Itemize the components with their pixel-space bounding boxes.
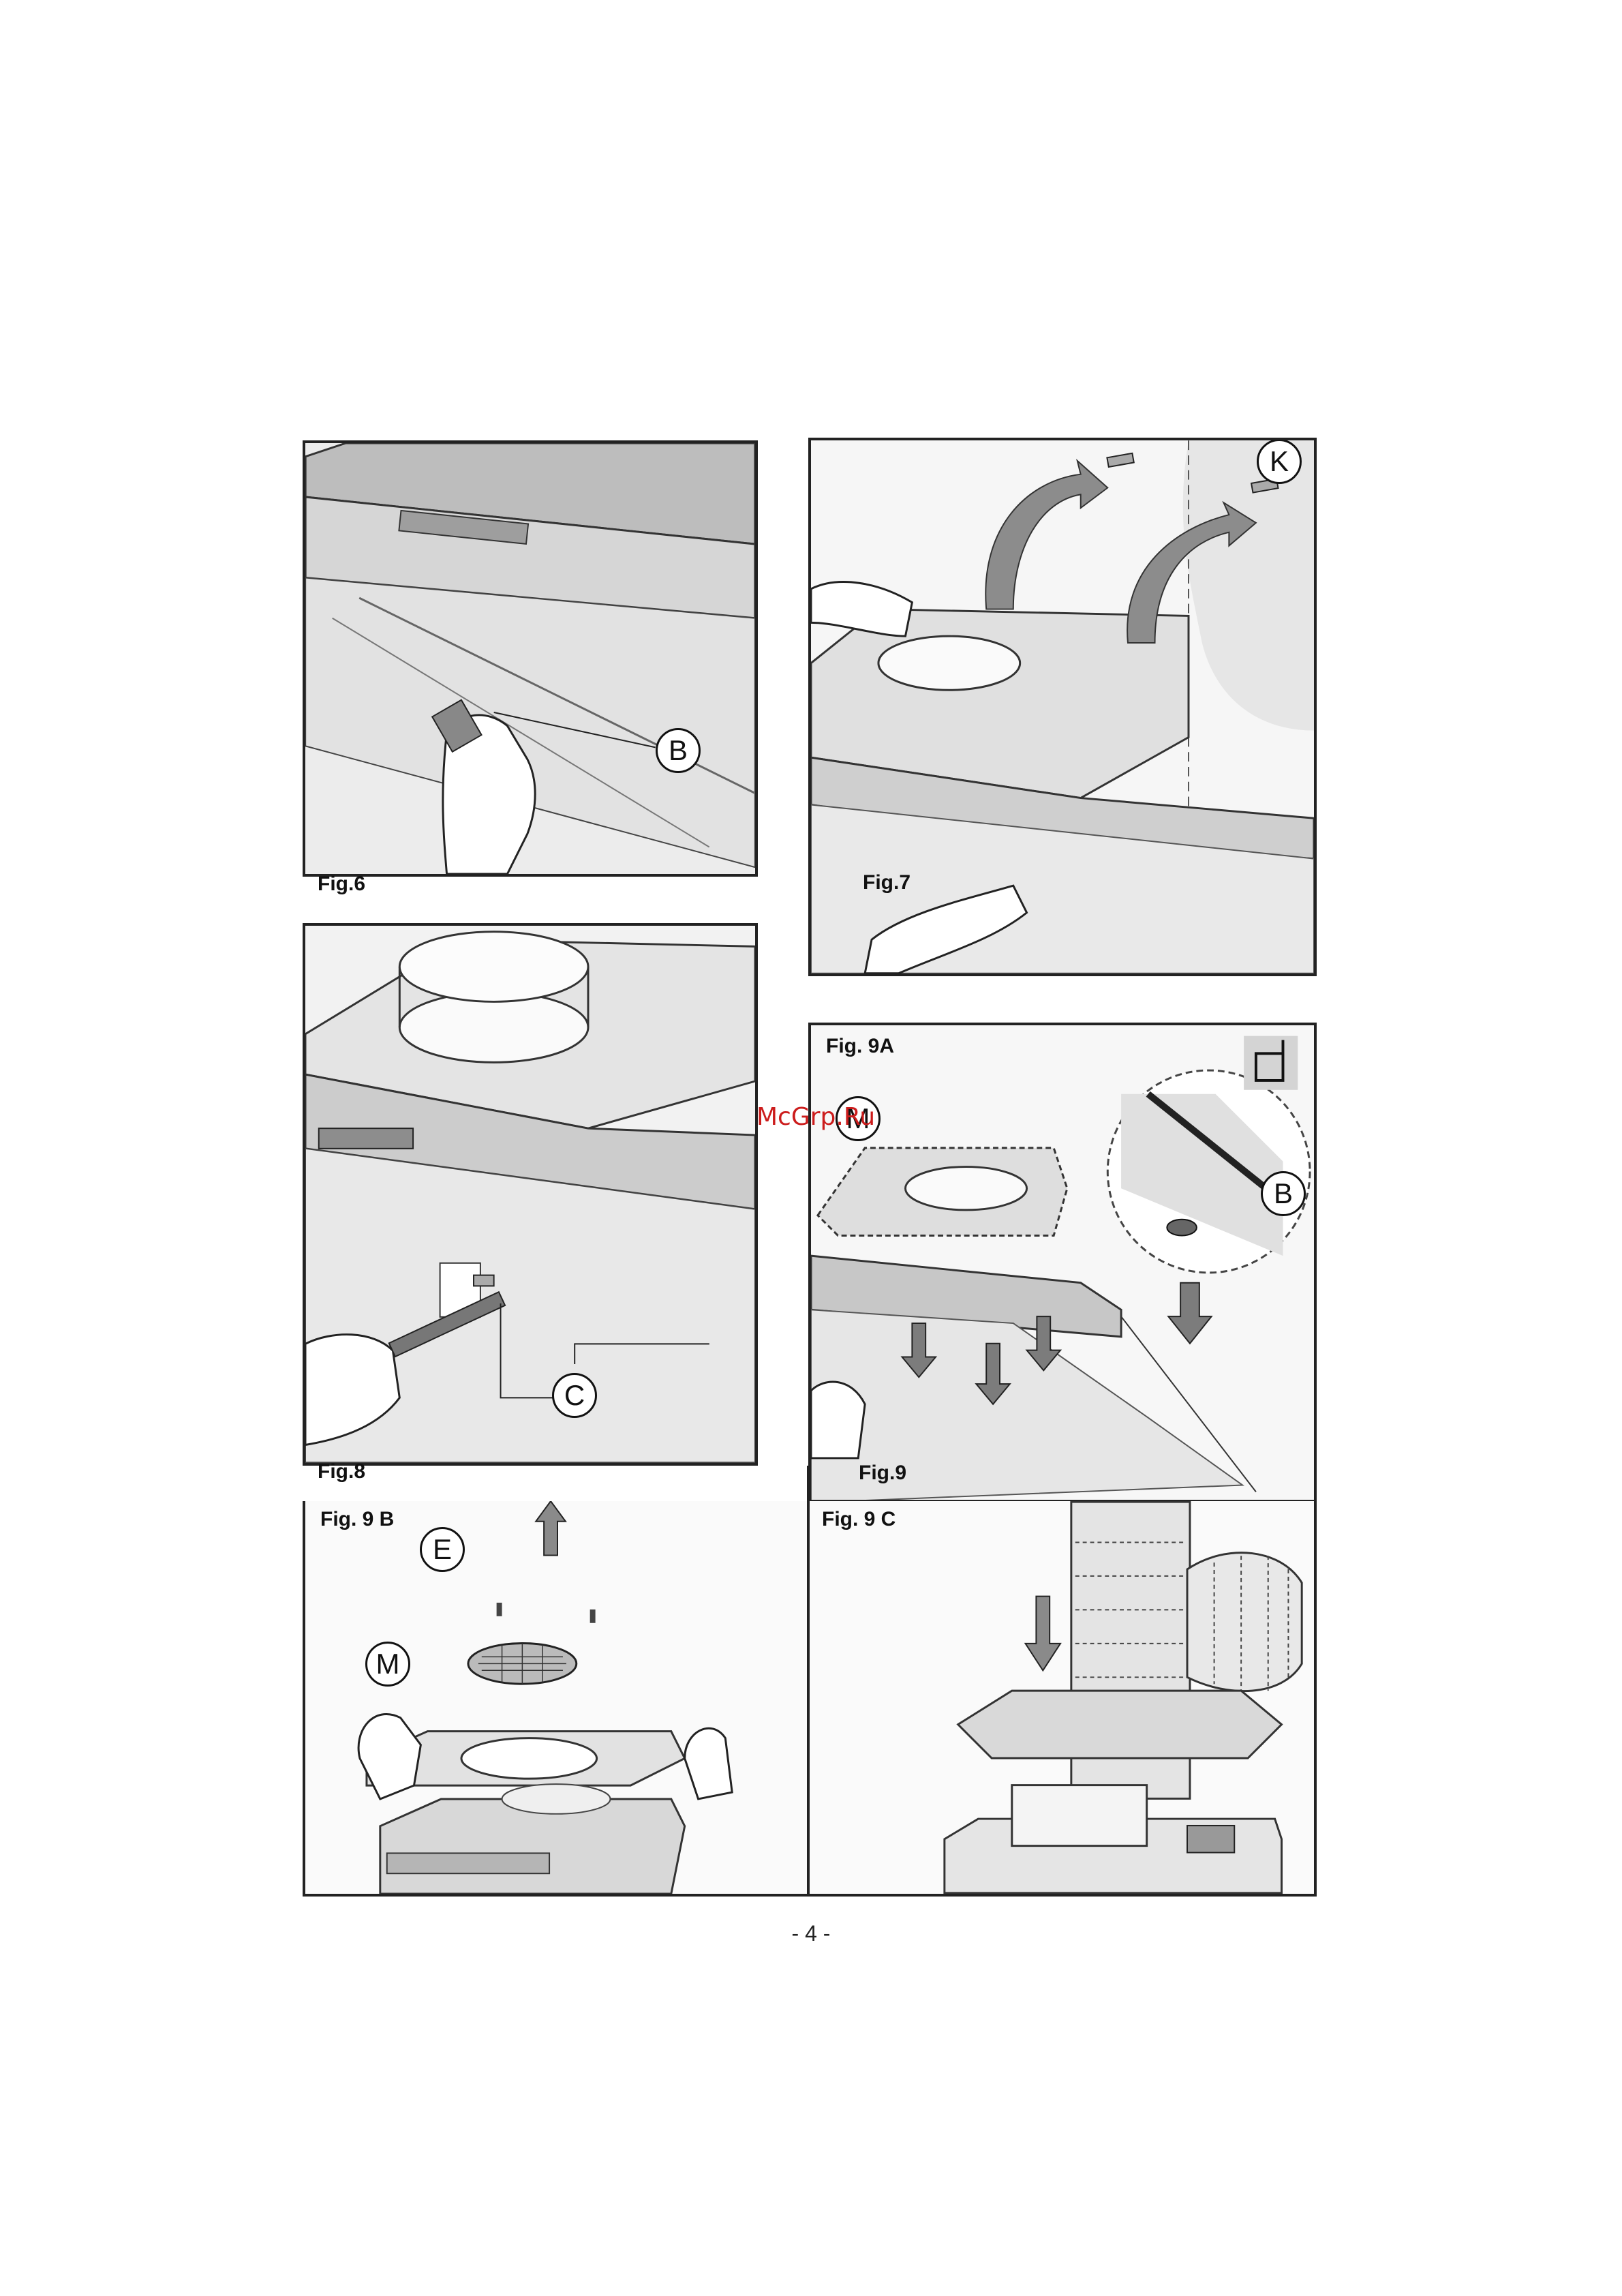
vent-mode-icon — [1244, 1036, 1298, 1090]
fig8-illustration — [305, 926, 755, 1463]
callout-c: C — [552, 1373, 597, 1418]
fig9c-label: Fig. 9 C — [822, 1508, 896, 1531]
callout-e: E — [420, 1527, 465, 1572]
fig6-illustration — [305, 443, 755, 874]
fig9a-panel: Fig. 9A M B Fig.9 — [808, 1023, 1317, 1504]
fig9b-panel: Fig. 9 B E M — [303, 1501, 810, 1897]
fig9b-label: Fig. 9 B — [320, 1508, 394, 1531]
fig9a-label: Fig. 9A — [826, 1035, 894, 1058]
center-rule — [807, 1466, 810, 1504]
watermark: McGrp.Ru — [756, 1103, 875, 1131]
fig8-panel: C — [303, 923, 758, 1466]
callout-m: M — [365, 1642, 410, 1687]
fig8-caption: Fig.8 — [318, 1460, 365, 1483]
fig9b-illustration — [305, 1501, 810, 1894]
fig6-caption: Fig.6 — [318, 873, 365, 896]
fig9-label: Fig.9 — [859, 1462, 906, 1485]
callout-k: K — [1257, 439, 1302, 484]
callout-b: B — [1261, 1171, 1306, 1216]
hand-icon — [811, 1382, 865, 1458]
page-number: - 4 - — [0, 1921, 1622, 1946]
fig7-panel: K Fig.7 — [808, 438, 1317, 976]
callout-b: B — [656, 728, 701, 773]
fig9c-illustration — [810, 1501, 1314, 1894]
fig9a-illustration — [811, 1025, 1314, 1504]
fig7-label: Fig.7 — [863, 871, 911, 894]
fig6-panel: B Fig.6 — [303, 440, 758, 877]
fig9c-panel: Fig. 9 C — [807, 1501, 1317, 1897]
screw-icon — [474, 1275, 494, 1286]
